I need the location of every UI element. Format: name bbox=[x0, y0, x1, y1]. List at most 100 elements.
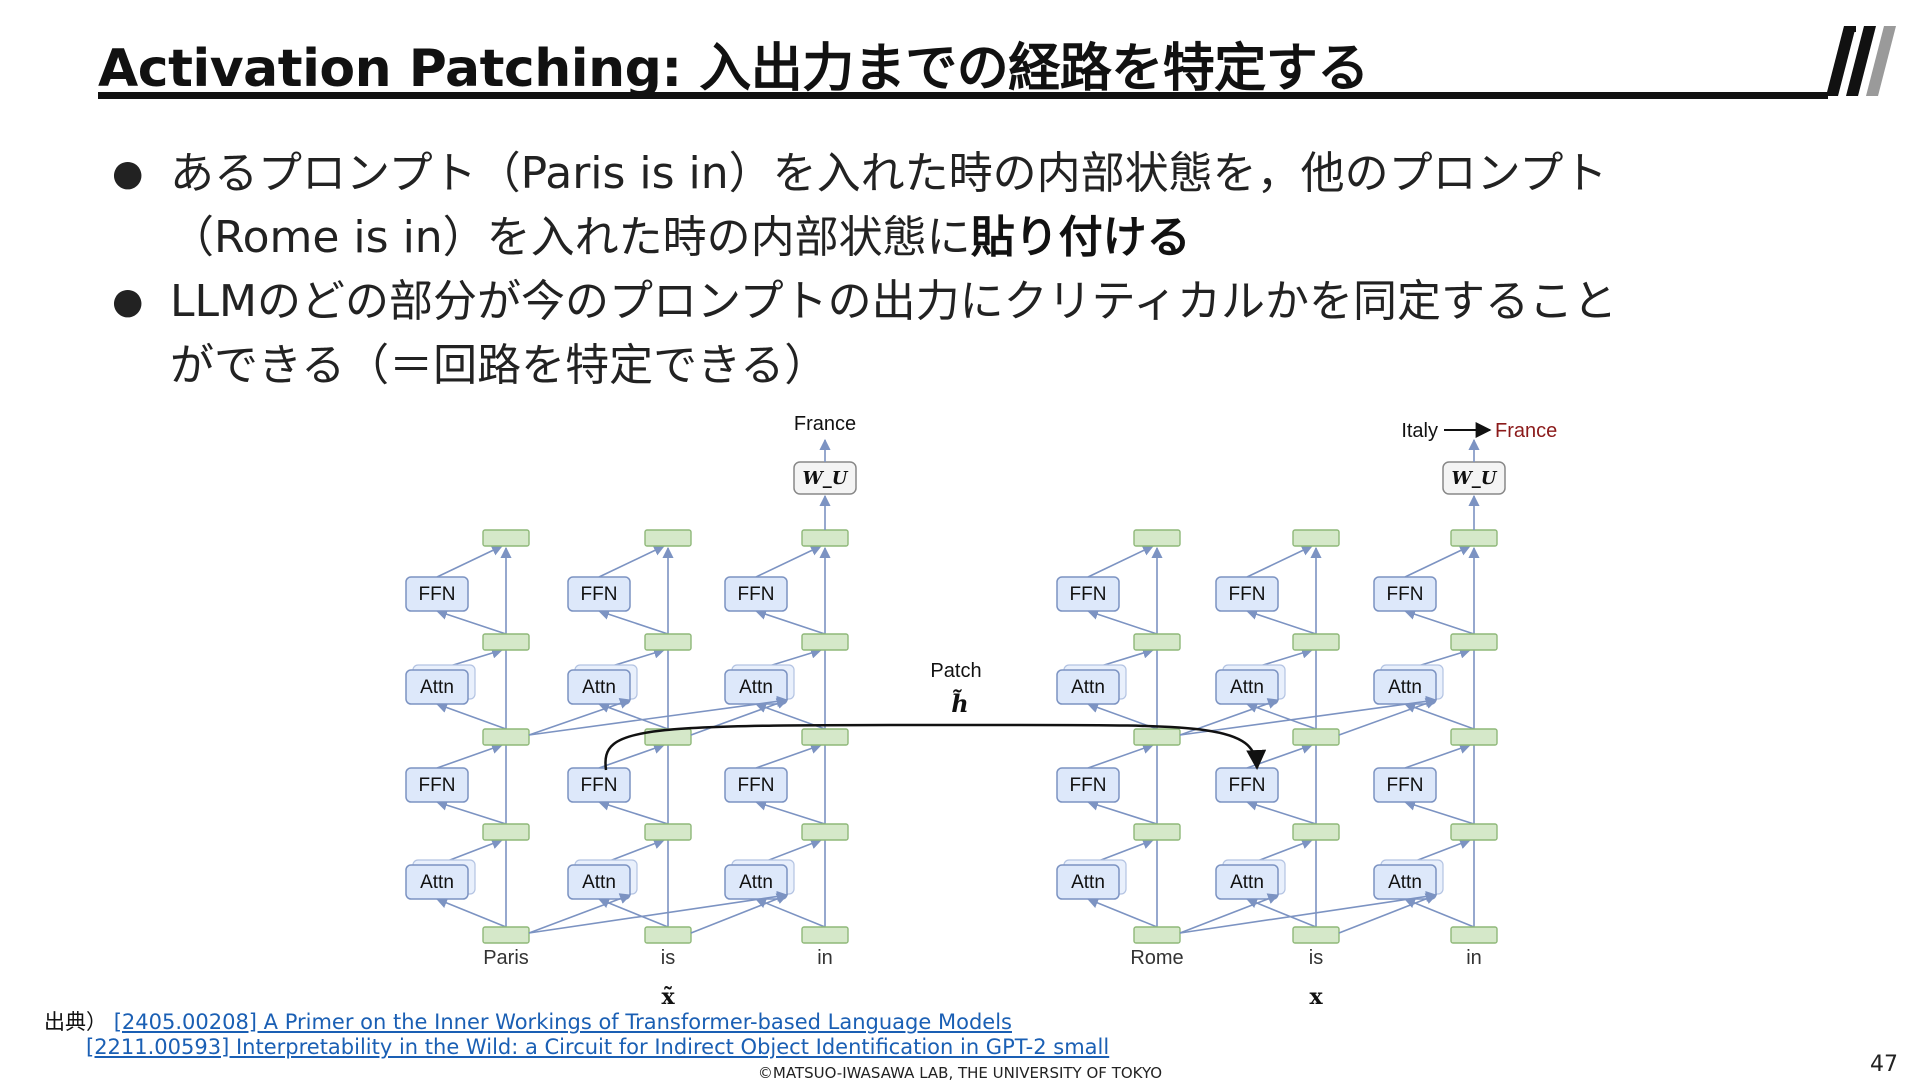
right-residual-state-r1-col1 bbox=[1292, 823, 1340, 841]
right-attn1-in-arrow-col1 bbox=[1245, 897, 1317, 928]
reference-link-1[interactable]: [2405.00208] A Primer on the Inner Worki… bbox=[113, 1010, 1012, 1034]
right-attn2-in-arrow-col2 bbox=[1403, 702, 1475, 730]
left-ffn-label: FFN bbox=[419, 584, 456, 605]
right-ffn-label: FFN bbox=[1070, 775, 1107, 796]
left-cross-attn-arrow bbox=[528, 893, 632, 934]
left-ffn-label: FFN bbox=[419, 775, 456, 796]
left-input-label: x̃ bbox=[661, 984, 675, 1010]
left-ffn2-in-arrow-col2 bbox=[754, 608, 826, 635]
left-attn-block-2-col0 bbox=[405, 669, 469, 705]
right-input-label: x bbox=[1309, 984, 1323, 1010]
right-ffn-label: FFN bbox=[1070, 584, 1107, 605]
right-ffn2-in-arrow-col0 bbox=[1086, 608, 1158, 635]
slide-title: Activation Patching: 入出力までの経路を特定する bbox=[98, 39, 1369, 99]
left-residual-state-r4-col1 bbox=[644, 529, 692, 547]
title-underline bbox=[98, 92, 1828, 99]
right-attn-label: Attn bbox=[1388, 677, 1422, 698]
left-residual-state-r0-col0 bbox=[482, 926, 530, 944]
right-attn1-in-arrow-col0 bbox=[1086, 897, 1158, 928]
left-residual-state-r1-col0 bbox=[482, 823, 530, 841]
bullet-dot: ● bbox=[112, 281, 144, 322]
right-residual-state-r4-col2 bbox=[1450, 529, 1498, 547]
left-ffn1-out-arrow-col2 bbox=[755, 743, 823, 769]
right-residual-state-r4-col1 bbox=[1292, 529, 1340, 547]
left-ffn-block-2-col1 bbox=[567, 576, 631, 612]
left-ffn2-out-arrow-col2 bbox=[755, 545, 823, 578]
left-residual-state-r4-col0 bbox=[482, 529, 530, 547]
right-attn2-in-arrow-col1 bbox=[1245, 702, 1317, 730]
left-cross-attn-arrow bbox=[528, 890, 789, 934]
right-attn-block-1-col1 bbox=[1215, 864, 1279, 900]
right-token-1: is bbox=[1309, 947, 1323, 969]
right-ffn1-in-arrow-col2 bbox=[1403, 799, 1475, 825]
right-ffn-label: FFN bbox=[1387, 775, 1424, 796]
right-cross-attn-arrow bbox=[1179, 893, 1280, 934]
left-residual-state-r0-col1 bbox=[644, 926, 692, 944]
right-residual-state-r2-col1 bbox=[1292, 728, 1340, 746]
bullet-list: ● あるプロンプト（Paris is in）を入れた時の内部状態を，他のプロンプ… bbox=[112, 142, 1812, 398]
left-ffn-label: FFN bbox=[581, 775, 618, 796]
bullet-item-1: ● あるプロンプト（Paris is in）を入れた時の内部状態を，他のプロンプ… bbox=[112, 142, 1812, 270]
right-attn-label: Attn bbox=[1071, 872, 1105, 893]
left-attn-label: Attn bbox=[582, 677, 616, 698]
references-line-2: [2211.00593] Interpretability in the Wil… bbox=[86, 1035, 1109, 1060]
right-ffn1-in-arrow-col0 bbox=[1086, 799, 1158, 825]
right-residual-state-r3-col2 bbox=[1450, 633, 1498, 651]
right-residual-state-r2-col2 bbox=[1450, 728, 1498, 746]
left-attn2-in-arrow-col1 bbox=[597, 702, 669, 730]
right-attn-label: Attn bbox=[1388, 872, 1422, 893]
left-token-0: Paris bbox=[483, 947, 529, 969]
reference-link-2[interactable]: [2211.00593] Interpretability in the Wil… bbox=[86, 1035, 1110, 1059]
right-ffn1-out-arrow-col2 bbox=[1404, 743, 1472, 769]
bullet-item-2: ● LLMのどの部分が今のプロンプトの出力にクリティカルかを同定すること ができ… bbox=[112, 270, 1812, 398]
left-ffn2-out-arrow-col1 bbox=[598, 545, 666, 578]
left-cross-attn-arrow bbox=[528, 698, 632, 736]
left-ffn2-in-arrow-col0 bbox=[435, 608, 507, 635]
bullet-1-line-2: （Rome is in）を入れた時の内部状態に bbox=[170, 212, 971, 263]
left-ffn-block-2-col2 bbox=[724, 576, 788, 612]
right-attn-block-1-col0 bbox=[1056, 864, 1120, 900]
left-ffn-block-1-col2 bbox=[724, 767, 788, 803]
right-ffn1-out-arrow-col0 bbox=[1087, 743, 1155, 769]
right-ffn-label: FFN bbox=[1229, 584, 1266, 605]
right-ffn2-out-arrow-col1 bbox=[1246, 545, 1314, 578]
left-output-label: France bbox=[794, 413, 856, 435]
page-number: 47 bbox=[1870, 1052, 1898, 1077]
right-attn-label: Attn bbox=[1071, 677, 1105, 698]
left-residual-state-r3-col2 bbox=[801, 633, 849, 651]
left-ffn1-out-arrow-col0 bbox=[436, 743, 504, 769]
right-output-after: France bbox=[1495, 420, 1557, 442]
left-unembed-label: W_U bbox=[803, 468, 849, 489]
left-attn1-in-arrow-col2 bbox=[754, 897, 826, 928]
left-residual-state-r0-col2 bbox=[801, 926, 849, 944]
right-cross-attn-arrow bbox=[1179, 890, 1438, 934]
bullet-1-emphasis: 貼り付ける bbox=[970, 212, 1191, 263]
patch-arrow bbox=[604, 723, 1267, 771]
left-ffn1-in-arrow-col0 bbox=[435, 799, 507, 825]
right-ffn-block-2-col2 bbox=[1373, 576, 1437, 612]
bullet-dot: ● bbox=[112, 153, 144, 194]
left-ffn-label: FFN bbox=[738, 584, 775, 605]
left-ffn2-out-arrow-col0 bbox=[436, 545, 504, 578]
left-attn1-in-arrow-col1 bbox=[597, 897, 669, 928]
bullet-2-line-2: ができる（＝回路を特定できる） bbox=[170, 340, 829, 391]
right-ffn1-in-arrow-col1 bbox=[1245, 799, 1317, 825]
right-attn-label: Attn bbox=[1230, 677, 1264, 698]
left-attn-block-2-col1 bbox=[567, 669, 631, 705]
left-attn-label: Attn bbox=[420, 872, 454, 893]
right-ffn-block-1-col2 bbox=[1373, 767, 1437, 803]
left-residual-state-r2-col0 bbox=[482, 728, 530, 746]
right-ffn-block-1-col0 bbox=[1056, 767, 1120, 803]
left-cross-attn-arrow bbox=[690, 893, 789, 934]
left-residual-state-r2-col2 bbox=[801, 728, 849, 746]
right-token-2: in bbox=[1466, 947, 1482, 969]
left-ffn-label: FFN bbox=[738, 775, 775, 796]
right-ffn-label: FFN bbox=[1387, 584, 1424, 605]
network-corrupted-run: AttnFFNAttnFFNRomeAttnFFNAttnFFNisAttnFF… bbox=[1056, 438, 1506, 969]
bullet-1-line-1: あるプロンプト（Paris is in）を入れた時の内部状態を，他のプロンプト bbox=[170, 148, 1608, 199]
lab-logo bbox=[1826, 26, 1896, 96]
left-residual-state-r1-col1 bbox=[644, 823, 692, 841]
right-residual-state-r0-col2 bbox=[1450, 926, 1498, 944]
left-residual-state-r3-col0 bbox=[482, 633, 530, 651]
left-token-1: is bbox=[661, 947, 675, 969]
